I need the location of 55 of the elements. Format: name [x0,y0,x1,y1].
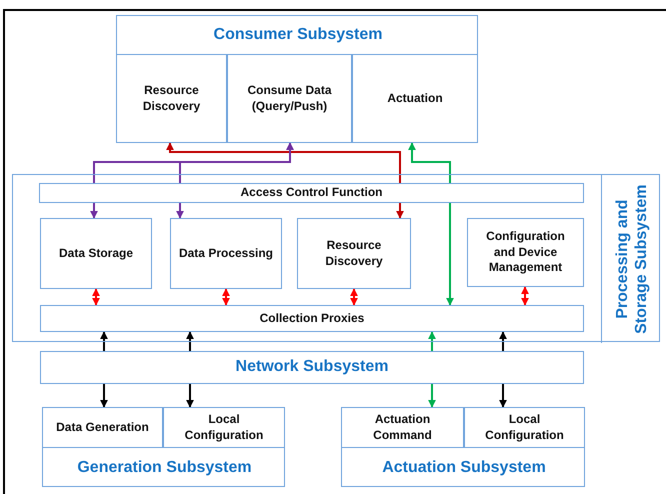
connector-arrow [179,142,294,183]
subsystem-box [42,407,285,487]
connector-arrow [186,384,194,408]
connector-arrow [428,384,436,408]
subsystem-box [341,407,585,487]
function-label: Configuration and Device Management [485,229,566,276]
connector-arrow [396,203,404,219]
function-label: Consume Data (Query/Push) [246,82,333,114]
connector-arrow [90,203,98,219]
function-label: Actuation Command [372,412,433,444]
function-label: Access Control Function [239,185,384,201]
connector-arrow [446,203,454,306]
function-label: Actuation [386,90,444,106]
connector-arrow [499,384,507,408]
function-box [40,218,152,289]
function-box [352,54,478,143]
function-label: Local Configuration [184,412,264,444]
function-label: Resource Discovery [142,82,202,114]
subsystem-box [40,351,584,384]
connector-arrow [408,142,451,183]
connector-arrow [186,331,194,351]
connector-arrow [350,288,358,306]
connector-arrow [428,331,436,351]
function-box [39,183,584,203]
connector-arrow [176,203,184,219]
function-box [170,218,282,289]
function-box [116,54,227,143]
connector-arrow [521,286,529,306]
subsystem-title: Network Subsystem [234,357,390,378]
connector-arrow [92,288,100,306]
function-box [163,407,285,448]
function-box [227,54,352,143]
connector-arrow [222,288,230,306]
subsystem-title: Generation Subsystem [76,458,253,478]
function-box [42,407,163,448]
function-box [464,407,585,448]
subsystem-title: Consumer Subsystem [212,25,384,46]
function-label: Resource Discovery [324,238,384,270]
subsystem-title: Actuation Subsystem [381,458,547,478]
function-box [467,218,584,287]
function-label: Collection Proxies [258,310,366,326]
function-label: Data Generation [55,420,150,436]
function-box [341,407,464,448]
function-box [40,305,584,332]
function-label: Data Storage [58,246,134,262]
subsystem-box [12,174,660,342]
function-label: Data Processing [178,246,274,262]
function-box [297,218,411,289]
subsystem-box [116,15,478,143]
function-label: Local Configuration [484,412,565,444]
subsystem-title: Processing and Storage Subsystem [612,183,651,336]
connector-arrow [499,331,507,351]
connector-arrow [166,142,401,183]
connector-arrow [100,331,108,351]
connector-arrow [100,384,108,408]
